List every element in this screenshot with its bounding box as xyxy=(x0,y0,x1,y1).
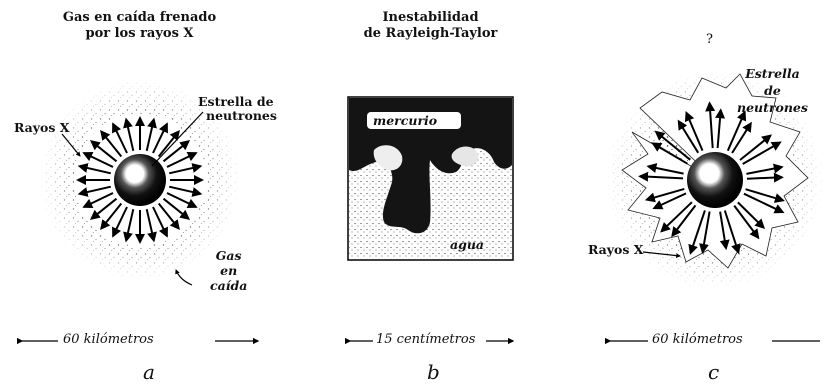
pointer-star-a xyxy=(151,111,204,167)
label-star-c: Estrella de neutrones xyxy=(737,65,808,116)
xray-arrow-a-15 xyxy=(77,163,112,175)
xray-arrow-c-19 xyxy=(705,101,716,149)
xray-arrow-c-5 xyxy=(723,210,741,255)
mercury-region xyxy=(349,98,512,234)
xray-arrow-c-1 xyxy=(745,188,785,203)
xray-arrows-a xyxy=(76,116,204,244)
xray-arrow-c-9 xyxy=(671,204,697,238)
panel-b-title-line1: Inestabilidad xyxy=(382,10,479,25)
xray-arrow-c-3 xyxy=(737,201,766,230)
xray-arrow-c-14 xyxy=(646,163,684,175)
xray-arrow-a-5 xyxy=(152,206,168,238)
label-star-a-line2: neutrones xyxy=(206,108,277,123)
xray-arrow-c-15 xyxy=(651,142,688,165)
xray-arrow-c-23 xyxy=(739,134,772,161)
xray-arrow-a-9 xyxy=(112,206,128,238)
label-star-c-line1: Estrella xyxy=(745,66,800,81)
xray-arrow-a-17 xyxy=(89,140,118,163)
xray-arrow-a-10 xyxy=(100,202,123,231)
label-gas-a-line2: en xyxy=(220,263,238,278)
label-gas-a-line1: Gas xyxy=(215,248,242,263)
label-star-a-line1: Estrella de xyxy=(198,94,274,109)
panel-b-drawing xyxy=(347,96,514,261)
xray-arrow-c-2 xyxy=(743,192,785,214)
xray-arrow-c-22 xyxy=(731,121,752,154)
panel-a-drawing xyxy=(39,79,241,286)
xray-arrow-a-19 xyxy=(112,122,128,154)
mercury-label-box xyxy=(367,112,461,129)
xray-arrow-c-4 xyxy=(733,205,760,240)
xray-arrow-a-2 xyxy=(166,192,198,208)
xray-arrow-a-3 xyxy=(162,197,191,220)
panel-letter-b: b xyxy=(427,360,440,384)
label-rays-c: Rayos X xyxy=(588,242,644,257)
panel-a-title-line1: Gas en caída frenado xyxy=(62,10,217,25)
xray-arrow-a-25 xyxy=(162,140,191,163)
xray-arrows-c xyxy=(638,101,785,255)
pointer-gas-a xyxy=(175,269,193,286)
label-rays-a: Rayos X xyxy=(14,120,70,135)
panel-c-drawing xyxy=(606,71,824,289)
neutron-star-a xyxy=(114,154,166,206)
label-star-c-line2: de xyxy=(764,83,781,98)
xray-arrow-a-27 xyxy=(168,163,203,175)
panel-a-title: Gas en caída frenado por los rayos X xyxy=(57,10,222,42)
panel-b-title: Inestabilidad de Rayleigh-Taylor xyxy=(348,10,513,42)
scale-label-a: 60 kilómetros xyxy=(63,332,154,347)
neutron-star-c xyxy=(687,152,743,208)
xray-arrow-a-12 xyxy=(82,192,114,208)
xray-arrow-a-11 xyxy=(89,197,118,220)
xray-arrow-a-8 xyxy=(123,208,135,243)
scale-label-c: 60 kilómetros xyxy=(652,332,743,347)
panel-a-title-line2: por los rayos X xyxy=(85,26,194,41)
xray-arrow-c-25 xyxy=(746,163,784,175)
xray-arrow-c-16 xyxy=(654,130,691,161)
xray-arrow-a-1 xyxy=(168,185,203,197)
xray-arrow-a-16 xyxy=(82,152,114,168)
xray-arrow-c-10 xyxy=(660,201,693,233)
xray-arrow-c-8 xyxy=(688,210,706,255)
pointer-rays-a xyxy=(61,133,81,157)
label-water: agua xyxy=(450,237,485,252)
xray-arrow-a-26 xyxy=(166,152,198,168)
label-gas-a-line3: caída xyxy=(210,278,248,293)
xray-arrow-c-13 xyxy=(638,171,684,182)
label-gas-a: Gas en caída xyxy=(210,248,247,293)
label-star-a: Estrella de neutrones xyxy=(198,95,277,123)
xray-arrow-a-22 xyxy=(145,117,157,152)
xray-arrow-c-24 xyxy=(742,141,782,165)
xray-arrow-a-6 xyxy=(145,208,157,243)
xray-arrow-c-7 xyxy=(699,211,711,254)
xray-arrow-c-6 xyxy=(719,211,730,251)
xray-arrow-c-21 xyxy=(726,110,747,152)
pointer-rays-c xyxy=(642,251,681,258)
panel-c-title: ? xyxy=(706,32,713,47)
xray-arrow-a-23 xyxy=(152,122,168,154)
panel-b-title-line2: de Rayleigh-Taylor xyxy=(363,26,498,41)
panel-letter-c: c xyxy=(708,360,720,384)
scale-label-b: 15 centímetros xyxy=(376,332,476,347)
xray-arrow-c-18 xyxy=(684,110,704,151)
xray-arrow-c-11 xyxy=(652,192,687,210)
xray-arrow-a-20 xyxy=(123,117,135,152)
label-mercury: mercurio xyxy=(373,113,438,128)
xray-arrow-a-18 xyxy=(100,129,123,158)
xray-arrow-c-17 xyxy=(677,119,700,154)
xray-arrow-c-0 xyxy=(746,172,784,183)
xray-arrow-a-13 xyxy=(77,185,112,197)
label-star-c-line3: neutrones xyxy=(737,100,808,115)
xray-arrow-c-12 xyxy=(644,187,685,203)
xray-arrow-a-24 xyxy=(157,129,180,158)
xray-arrow-a-4 xyxy=(157,202,180,231)
xray-arrow-c-20 xyxy=(715,108,726,149)
panel-letter-a: a xyxy=(143,360,155,384)
